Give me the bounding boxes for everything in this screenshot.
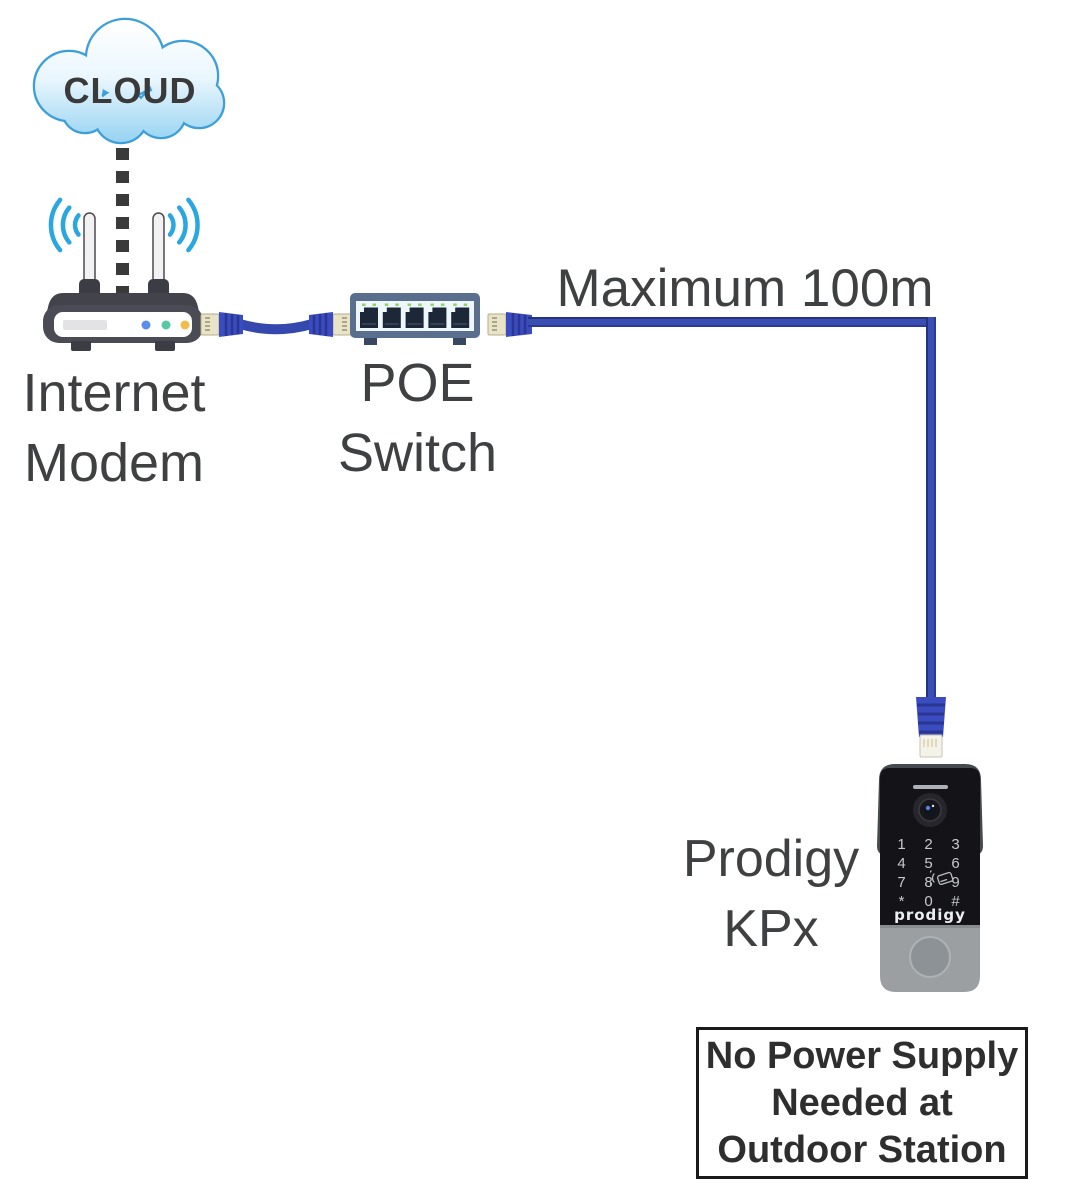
cable-vertical-run (926, 317, 936, 699)
camera-icon (913, 793, 947, 827)
note-line: Needed at (771, 1081, 953, 1124)
cable-horizontal-run (528, 317, 936, 327)
keypad-key: 4 (897, 855, 906, 872)
cloud-modem-dotted-link (116, 148, 129, 293)
door-station-icon (877, 764, 983, 992)
internet-modem-icon (43, 197, 203, 351)
keypad-key: 1 (897, 836, 906, 853)
poe-switch-icon (350, 293, 480, 345)
modem-label-line1: Internet (22, 363, 206, 423)
speaker-grille (913, 785, 948, 789)
modem-antennas (79, 212, 169, 305)
keypad-key: 3 (951, 836, 960, 853)
note-box: No Power Supply Needed at Outdoor Statio… (696, 1027, 1028, 1179)
cloud-label: CLOUD (63, 70, 197, 111)
keypad-key: 2 (924, 836, 933, 853)
note-line: Outdoor Station (717, 1128, 1007, 1171)
rj45-plug-down-icon (916, 697, 946, 758)
poe-switch-label: POE Switch (320, 348, 515, 488)
keypad-key: 8 (924, 874, 933, 891)
brand-logo: prodigy (894, 906, 966, 924)
keypad-key: 9 (951, 874, 960, 891)
keypad-key: 0 (924, 893, 933, 910)
cable-length-label: Maximum 100m (556, 259, 934, 318)
door-station-label-line1: Prodigy (682, 830, 860, 888)
door-station-label: Prodigy KPx (655, 824, 887, 964)
keypad-key: 6 (951, 855, 960, 872)
door-station-label-line2: KPx (723, 900, 819, 958)
keypad-key: 7 (897, 874, 906, 891)
keypad-key: * (898, 893, 905, 910)
call-button (909, 936, 951, 978)
cloud-icon (32, 17, 226, 145)
rj45-connector-icon (487, 312, 532, 337)
keypad-key: 5 (924, 855, 933, 872)
note-line: No Power Supply (705, 1034, 1019, 1077)
poe-switch-label-line2: Switch (337, 423, 498, 483)
door-station-keypad: 1 2 3 4 5 6 7 8 9 * 0 # (888, 835, 969, 911)
poe-switch-label-line1: POE (360, 353, 475, 413)
modem-label: Internet Modem (8, 358, 220, 498)
keypad-key: # (951, 893, 960, 910)
switch-ports (360, 303, 470, 328)
wifi-signal-icon (48, 197, 200, 253)
modem-label-line2: Modem (23, 433, 205, 493)
rfid-card-icon (930, 870, 954, 886)
patch-cable-icon (200, 312, 352, 337)
